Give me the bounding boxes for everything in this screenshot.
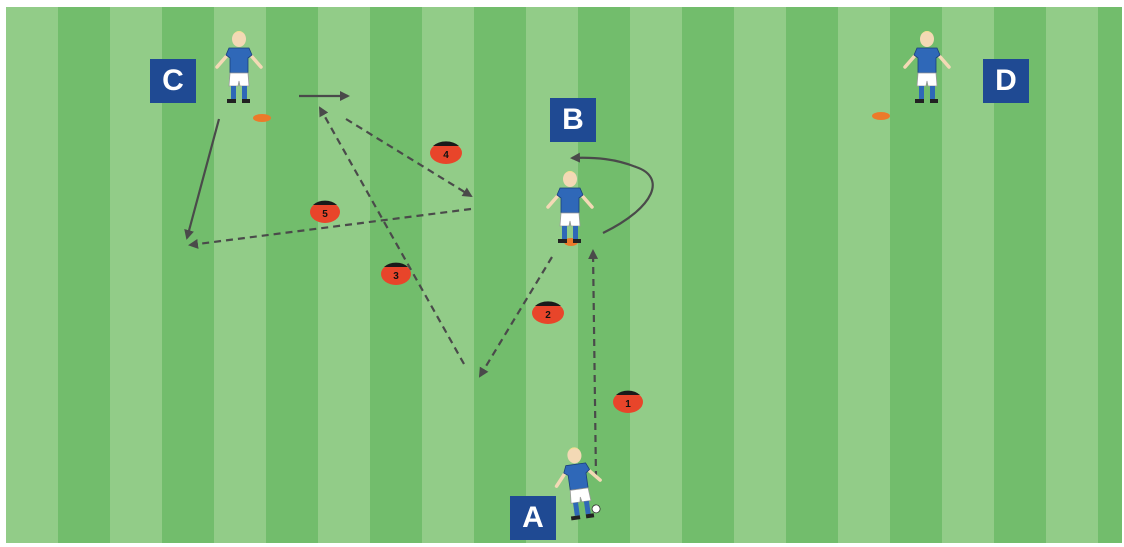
position-label-c: C bbox=[150, 59, 196, 103]
pitch-stripe bbox=[578, 7, 630, 543]
step-marker: 1 bbox=[613, 390, 643, 413]
pitch-stripe bbox=[786, 7, 838, 543]
pass-arrow bbox=[345, 118, 473, 198]
training-pitch: 1 2 3 4 5 bbox=[6, 7, 1122, 543]
pitch-stripe bbox=[6, 7, 58, 543]
pass-arrow bbox=[588, 249, 599, 479]
pitch-stripe bbox=[734, 7, 786, 543]
position-label-b: B bbox=[550, 98, 596, 142]
pitch-stripes bbox=[6, 7, 1122, 543]
pitch-stripe bbox=[682, 7, 734, 543]
step-number: 2 bbox=[545, 310, 551, 321]
run-arrow bbox=[570, 152, 654, 234]
pitch-stripe bbox=[1046, 7, 1098, 543]
pitch-stripe bbox=[266, 7, 318, 543]
pitch-stripe bbox=[58, 7, 110, 543]
step-number: 3 bbox=[393, 271, 399, 282]
position-label-d: D bbox=[983, 59, 1029, 103]
pitch-stripe bbox=[526, 7, 578, 543]
position-label-a: A bbox=[510, 496, 556, 540]
movement-arrows bbox=[184, 91, 654, 479]
cone bbox=[253, 114, 271, 122]
step-marker: 4 bbox=[430, 141, 462, 164]
cone bbox=[872, 112, 890, 120]
step-number: 1 bbox=[625, 399, 631, 410]
run-arrow bbox=[319, 106, 465, 365]
pitch-stripe bbox=[630, 7, 682, 543]
step-number: 5 bbox=[322, 209, 328, 220]
step-marker: 2 bbox=[532, 301, 564, 324]
pitch-stripe bbox=[214, 7, 266, 543]
step-marker: 5 bbox=[310, 200, 340, 223]
pitch-stripe bbox=[838, 7, 890, 543]
step-marker: 3 bbox=[381, 262, 411, 285]
pitch-stripe bbox=[1098, 7, 1122, 543]
pitch-stripe bbox=[318, 7, 370, 543]
pitch-stripe bbox=[422, 7, 474, 543]
player-a-icon bbox=[549, 442, 607, 524]
step-number: 4 bbox=[443, 150, 449, 161]
run-arrow bbox=[184, 118, 221, 240]
pitch-stripe bbox=[474, 7, 526, 543]
